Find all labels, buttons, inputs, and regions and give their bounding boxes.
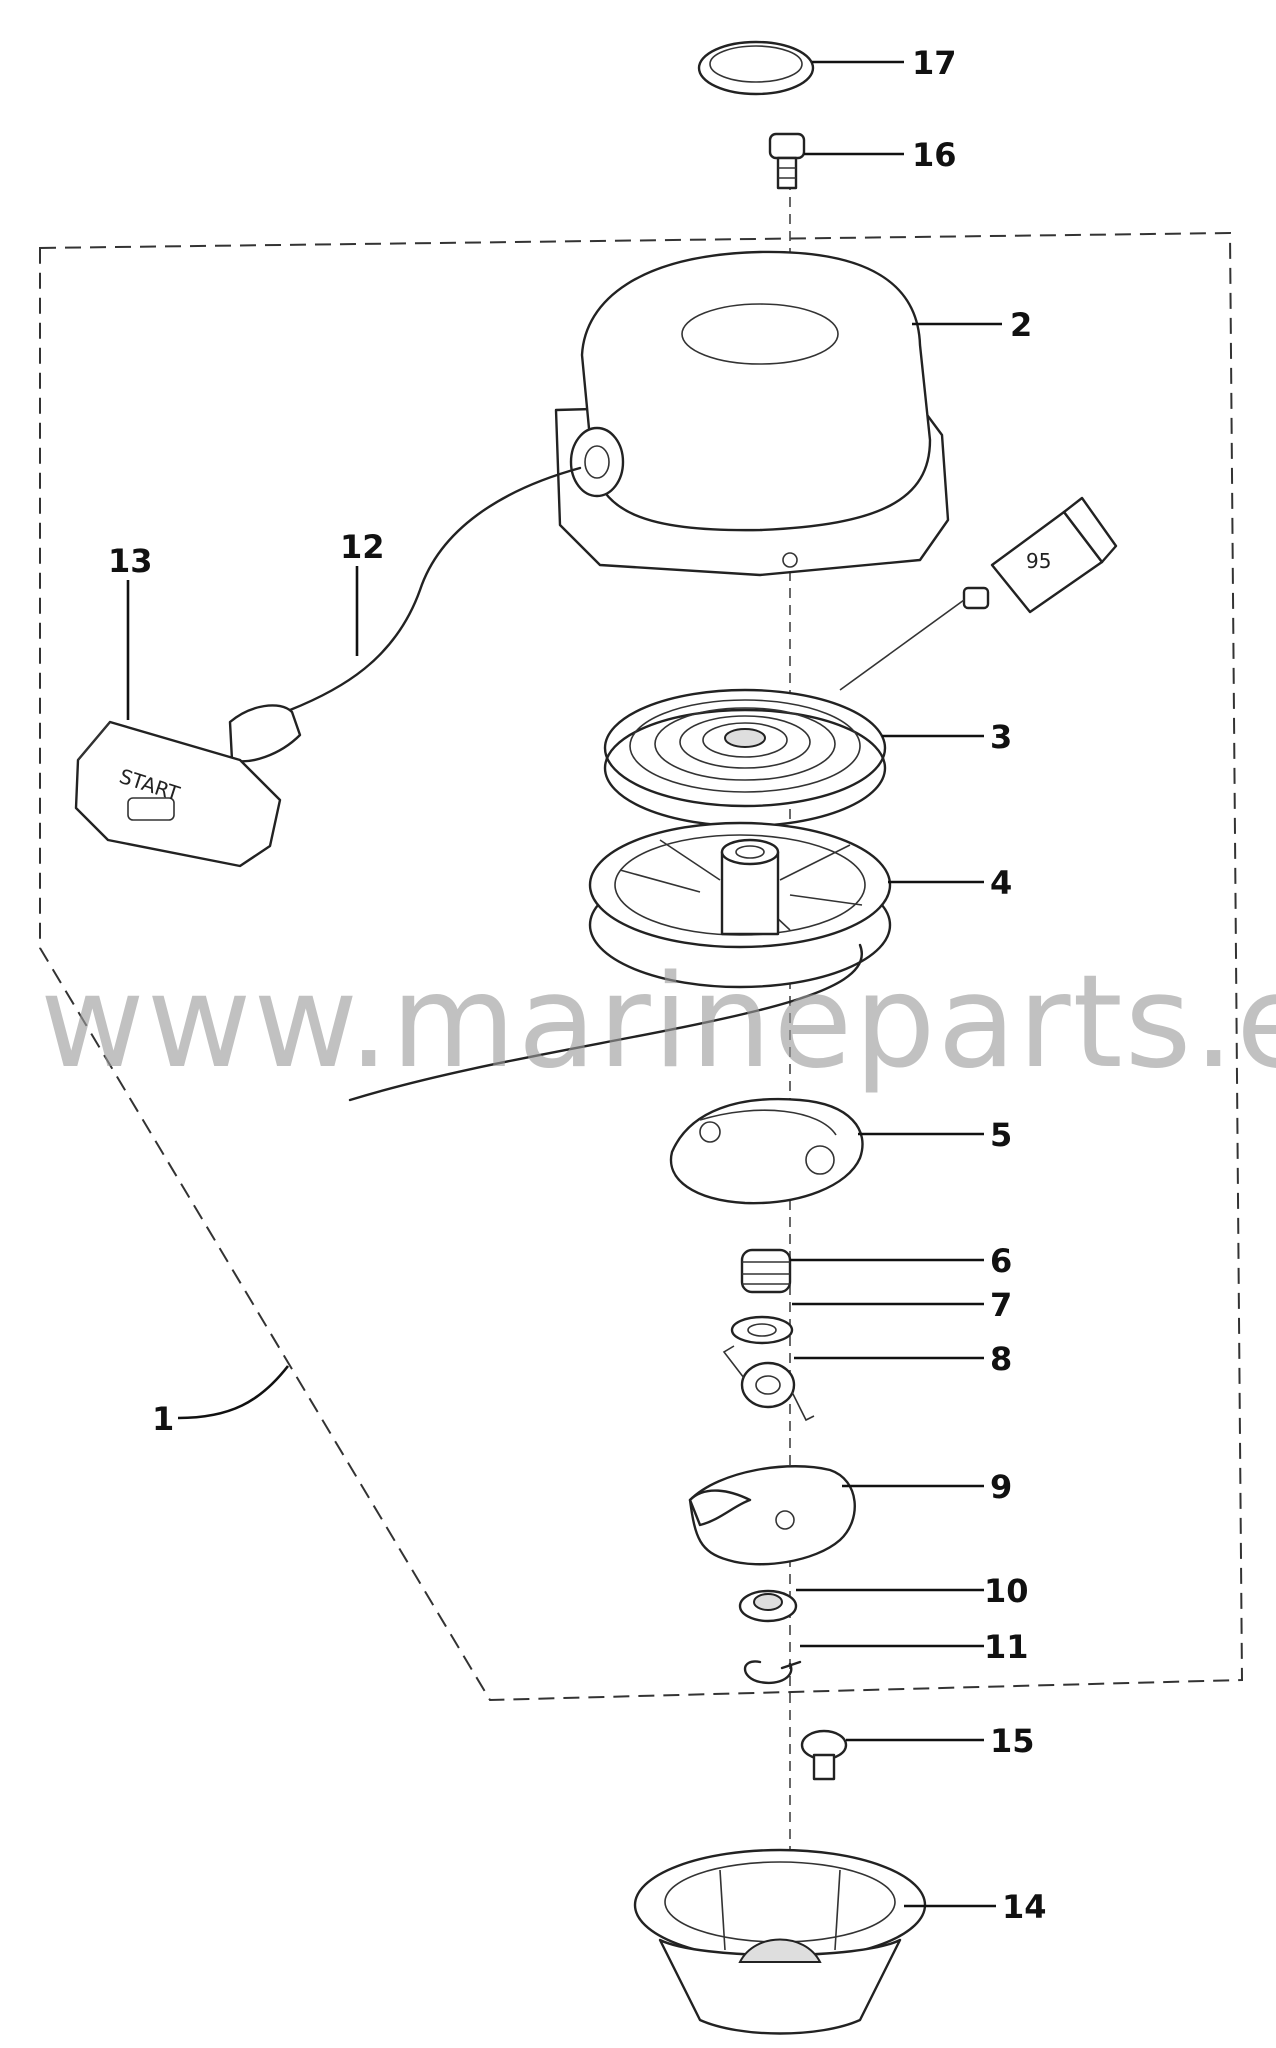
part-14-cup (633, 1848, 927, 2035)
callout-10: 10 (984, 1572, 1029, 1610)
callout-14: 14 (1002, 1888, 1047, 1926)
callout-7: 7 (990, 1286, 1012, 1324)
callout-15: 15 (990, 1722, 1035, 1760)
part-12-rope (288, 466, 582, 712)
tube-label: 95 (1026, 549, 1051, 573)
part-16-screw (768, 132, 806, 190)
grease-tube: 95 (962, 496, 1118, 614)
part-2-housing (554, 250, 950, 577)
part-9-plate (688, 1465, 856, 1566)
part-8-spring (722, 1345, 815, 1422)
part-13-handle: START (74, 704, 302, 868)
part-6-spring (740, 1248, 792, 1294)
part-11-clip (743, 1660, 802, 1685)
callout-12: 12 (340, 528, 385, 566)
grease-line (839, 599, 965, 691)
part-15-screw (800, 1729, 848, 1781)
callout-6: 6 (990, 1242, 1012, 1280)
callout-9: 9 (990, 1468, 1012, 1506)
callout-13: 13 (108, 542, 153, 580)
pulley-rope (348, 943, 863, 1102)
part-4-pulley (588, 821, 892, 989)
part-3-spring (603, 688, 887, 828)
callout-4: 4 (990, 864, 1012, 902)
callout-8: 8 (990, 1340, 1012, 1378)
part-5-ratchet (669, 1097, 864, 1205)
part-10-nut (738, 1589, 798, 1623)
callout-2: 2 (1010, 306, 1032, 344)
callout-3: 3 (990, 718, 1012, 756)
callout-5: 5 (990, 1116, 1012, 1154)
callout-11: 11 (984, 1628, 1029, 1666)
callout-1: 1 (152, 1400, 174, 1438)
callout-17: 17 (912, 44, 957, 82)
leader-1 (177, 1365, 290, 1420)
part-7-washer (730, 1315, 794, 1345)
watermark: www.marineparts.eu (40, 948, 1276, 1097)
part-17-cap (697, 40, 815, 96)
assembly-boundary (39, 231, 1244, 1702)
callout-16: 16 (912, 136, 957, 174)
